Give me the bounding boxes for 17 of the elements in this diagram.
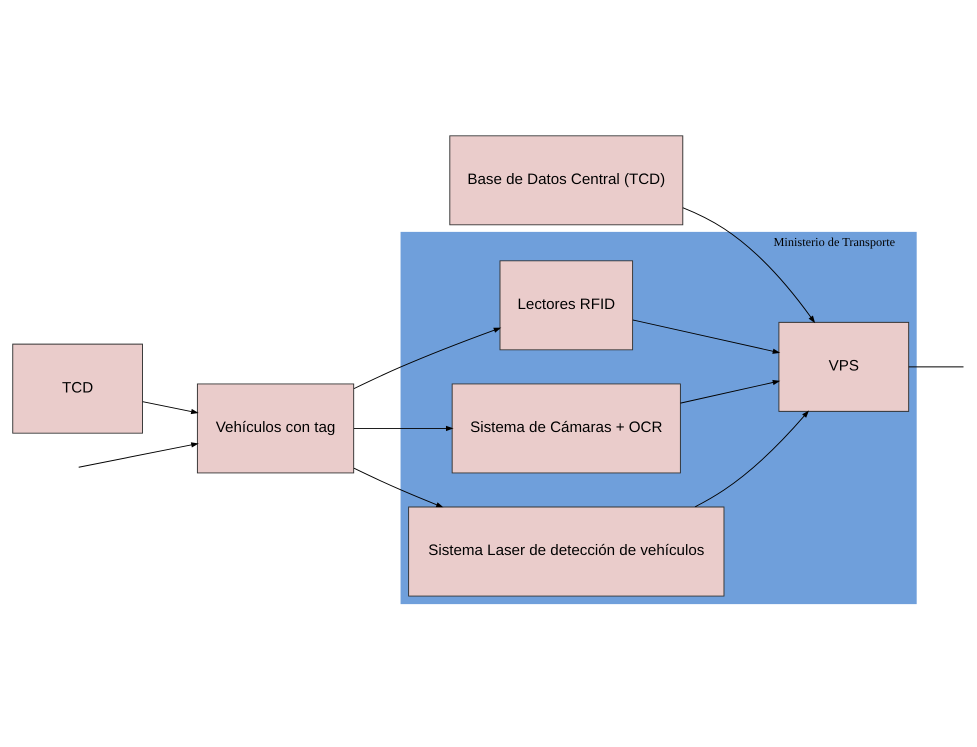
connector bbox=[908, 366, 964, 368]
node-box: Lectores RFID bbox=[500, 260, 634, 350]
node-box: Base de Datos Central (TCD) bbox=[449, 135, 684, 226]
node-box: Sistema de Cámaras + OCR bbox=[452, 383, 681, 474]
node-box: TCD bbox=[12, 344, 143, 434]
node-box: Vehículos con tag bbox=[196, 383, 354, 474]
node-box: Sistema Laser de detección de vehículos bbox=[408, 506, 724, 597]
arrow bbox=[354, 468, 444, 508]
arrow bbox=[680, 380, 780, 404]
arrow bbox=[632, 320, 780, 354]
arrow bbox=[353, 426, 454, 432]
arrow bbox=[354, 328, 502, 390]
arrow bbox=[78, 442, 199, 468]
node-box: VPS bbox=[778, 322, 910, 412]
arrow bbox=[682, 207, 816, 324]
arrow bbox=[694, 410, 810, 508]
arrow bbox=[142, 401, 199, 414]
